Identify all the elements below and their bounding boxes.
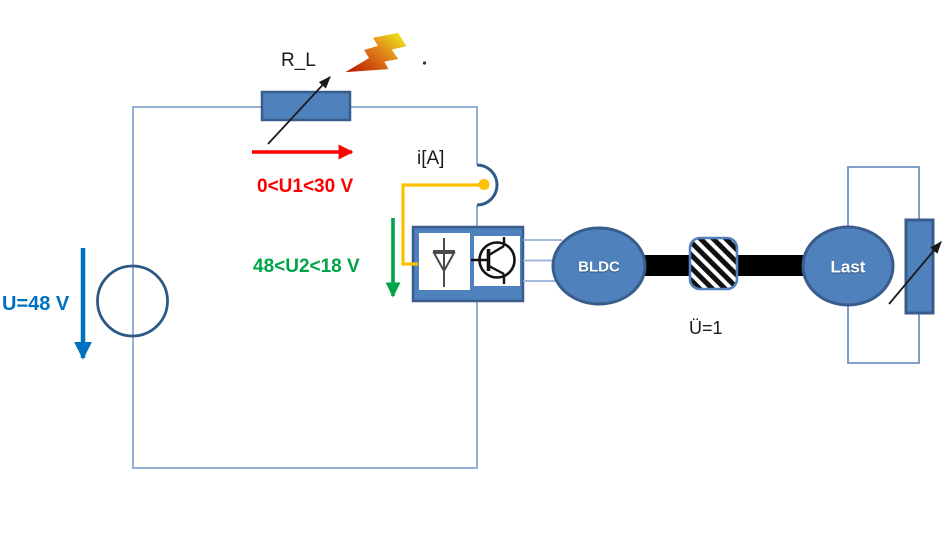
transistor-icon: [471, 237, 516, 284]
variable-arrow-icon: [267, 76, 331, 145]
diode-icon: [432, 238, 456, 287]
variable-resistor-rl: [260, 90, 352, 122]
coupling-icon: [688, 236, 739, 291]
load-variable-arrow-icon: [888, 241, 942, 305]
current-sense-wire: [401, 183, 484, 266]
current-probe-icon: [476, 163, 499, 207]
stray-dot: [422, 61, 427, 65]
load-label: Last: [830, 257, 866, 277]
voltage-source-symbol: [96, 264, 169, 338]
current-label: i[A]: [417, 148, 445, 169]
resistor-label: R_L: [281, 50, 316, 71]
circuit-wire: [132, 106, 478, 469]
bldc-motor: [551, 226, 647, 306]
load-last: [801, 225, 895, 307]
motor-label: BLDC: [578, 258, 620, 276]
u2-range-label: 48<U2<18 V: [253, 256, 360, 277]
coupling-ratio-label: Ü=1: [689, 318, 723, 338]
probe-dot: [478, 179, 490, 190]
source-voltage-label: U=48 V: [2, 293, 70, 315]
lightning-bolt-icon: [345, 32, 407, 73]
u1-range-label: 0<U1<30 V: [257, 176, 354, 197]
